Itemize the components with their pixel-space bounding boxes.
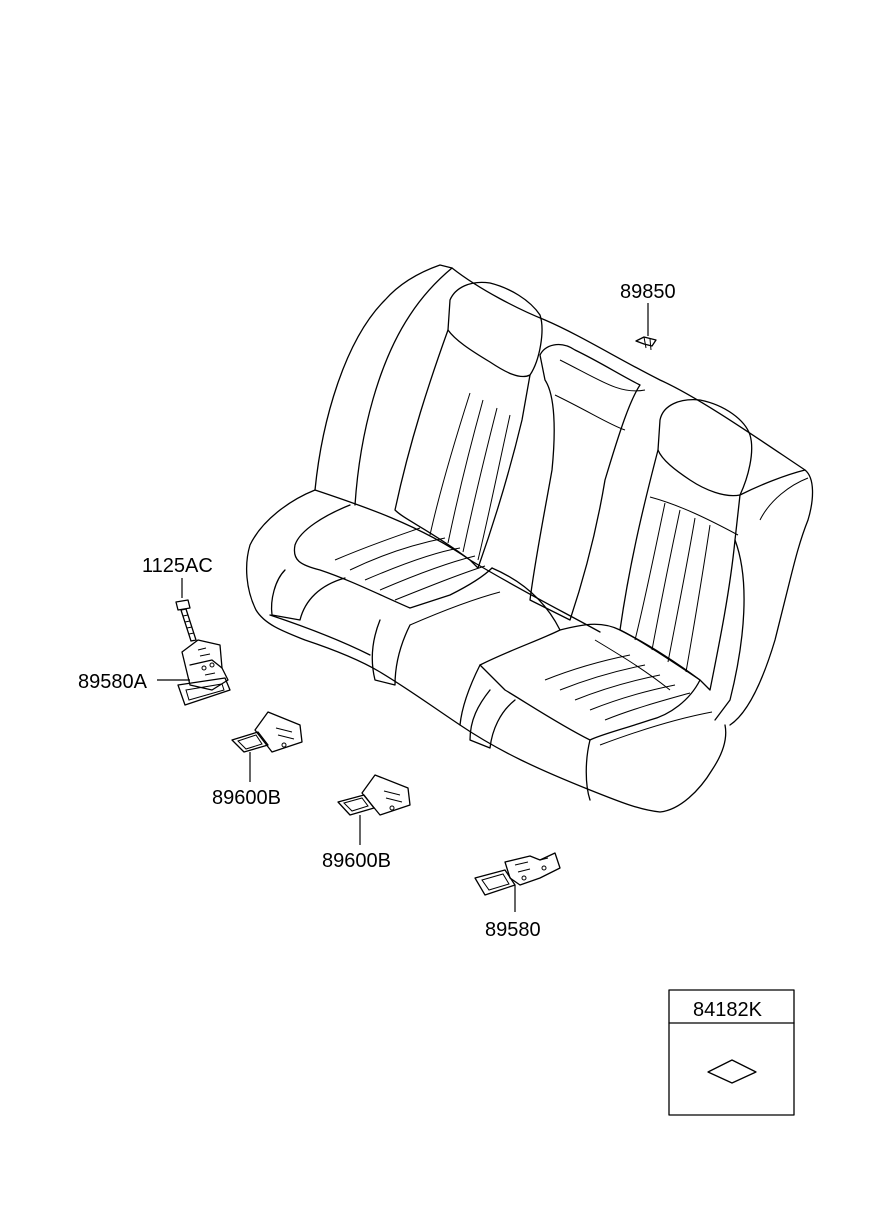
part-1125AC[interactable]: 1125AC (142, 555, 213, 642)
part-89600B-1[interactable]: 89600B (212, 711, 303, 809)
part-label-84182K: 84182K (693, 999, 763, 1021)
part-box (668, 989, 795, 1116)
part-label-89600B: 89600B (212, 787, 281, 809)
seat-buckle-bracket-icon (231, 711, 303, 753)
part-label-89850: 89850 (620, 281, 676, 303)
part-label-89600B: 89600B (322, 850, 391, 872)
part-89850[interactable]: 89850 (620, 281, 676, 351)
part-label-1125AC: 1125AC (142, 555, 213, 577)
rear-seat-assembly-icon[interactable] (246, 264, 814, 813)
seat-buckle-bracket-icon (474, 852, 561, 896)
seat-buckle-bracket-icon (337, 774, 411, 816)
part-89580A[interactable]: 89580A (78, 639, 231, 706)
clip-icon (635, 336, 657, 351)
seat-buckle-bracket-icon (177, 639, 231, 706)
part-84182K[interactable]: 84182K (668, 989, 795, 1116)
part-89600B-2[interactable]: 89600B (322, 774, 411, 872)
part-label-89580A: 89580A (78, 671, 148, 693)
part-label-89580: 89580 (485, 919, 541, 941)
pad-icon (707, 1059, 757, 1084)
part-89580[interactable]: 89580 (474, 852, 561, 941)
bolt-icon (175, 599, 197, 642)
